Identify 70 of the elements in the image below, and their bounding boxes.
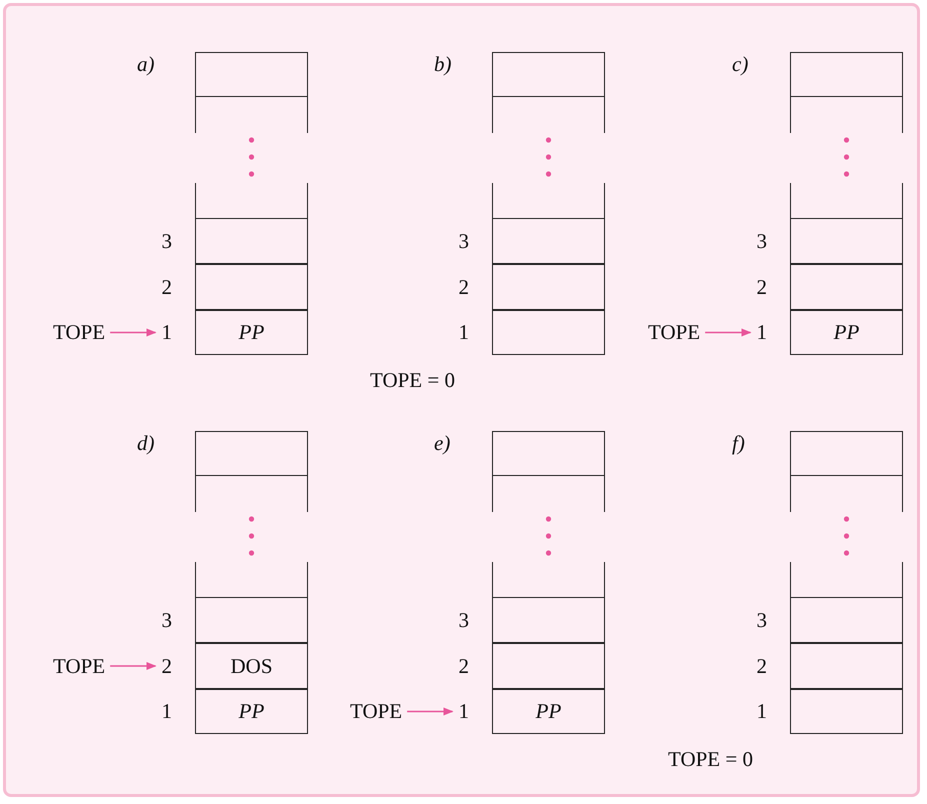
index-number: 2: [756, 276, 767, 298]
stack-cell: [790, 562, 903, 597]
panel-letter: d): [137, 433, 154, 454]
stack-cell: [790, 183, 903, 218]
stack-cell: [790, 689, 903, 734]
pointer-label: TOPE: [350, 701, 402, 722]
panel-letter: c): [732, 54, 748, 75]
stack-cell: [790, 643, 903, 689]
index-number: 2: [458, 276, 469, 298]
index-number: 3: [458, 610, 469, 630]
stack-cell: [790, 476, 903, 512]
stack-cell: [492, 97, 605, 133]
stack-cell: [195, 52, 308, 97]
stack-cell: [492, 218, 605, 264]
stack-cell: [790, 264, 903, 310]
index-number: 1: [458, 701, 469, 722]
index-number: 2: [756, 656, 767, 676]
index-number: 3: [756, 610, 767, 630]
stack-cell: PP: [492, 689, 605, 734]
pointer-label: TOPE: [53, 656, 106, 676]
stack-cell: [195, 597, 308, 643]
status-note: TOPE = 0: [668, 749, 753, 770]
stack-cell: [492, 183, 605, 218]
stack-cell: [195, 562, 308, 597]
stack-cell: [790, 597, 903, 643]
arrow: [705, 328, 752, 336]
index-number: 2: [458, 656, 469, 676]
stack-cell: [790, 431, 903, 476]
arrow: [407, 708, 454, 716]
arrow: [110, 328, 156, 336]
index-number: 1: [756, 322, 767, 343]
panel-letter: f): [732, 433, 745, 454]
stack-cell: [195, 218, 308, 264]
stack-cell: PP: [195, 689, 308, 734]
stack-cell: [492, 562, 605, 597]
stack-cell: PP: [790, 310, 903, 355]
index-number: 3: [162, 230, 172, 252]
index-number: 1: [458, 322, 469, 343]
stack-cell: [195, 476, 308, 512]
stack-cell: DOS: [195, 643, 308, 689]
index-number: 1: [162, 701, 172, 722]
stack-cell: [195, 97, 308, 133]
stack-cell: [195, 264, 308, 310]
index-number: 1: [756, 701, 767, 722]
status-note: TOPE = 0: [370, 370, 455, 391]
stack-cell: [492, 597, 605, 643]
stack-cell: [492, 643, 605, 689]
index-number: 3: [458, 230, 469, 252]
index-number: 1: [162, 322, 172, 343]
arrow: [110, 662, 156, 670]
pointer-label: TOPE: [53, 322, 106, 343]
index-number: 3: [756, 230, 767, 252]
stack-cell: [492, 52, 605, 97]
index-number: 3: [162, 610, 172, 630]
index-number: 2: [162, 276, 172, 298]
panel-letter: a): [137, 54, 154, 75]
pointer-label: TOPE: [648, 322, 700, 343]
panel-letter: e): [434, 433, 450, 454]
stack-cell: [195, 183, 308, 218]
panel-letter: b): [434, 54, 452, 75]
stack-cell: [492, 476, 605, 512]
index-number: 2: [162, 656, 172, 676]
stack-cell: [195, 431, 308, 476]
stack-cell: [790, 218, 903, 264]
stack-cell: [790, 97, 903, 133]
stack-cell: [790, 52, 903, 97]
stack-cell: PP: [195, 310, 308, 355]
stack-cell: [492, 431, 605, 476]
stack-cell: [492, 264, 605, 310]
stack-cell: [492, 310, 605, 355]
